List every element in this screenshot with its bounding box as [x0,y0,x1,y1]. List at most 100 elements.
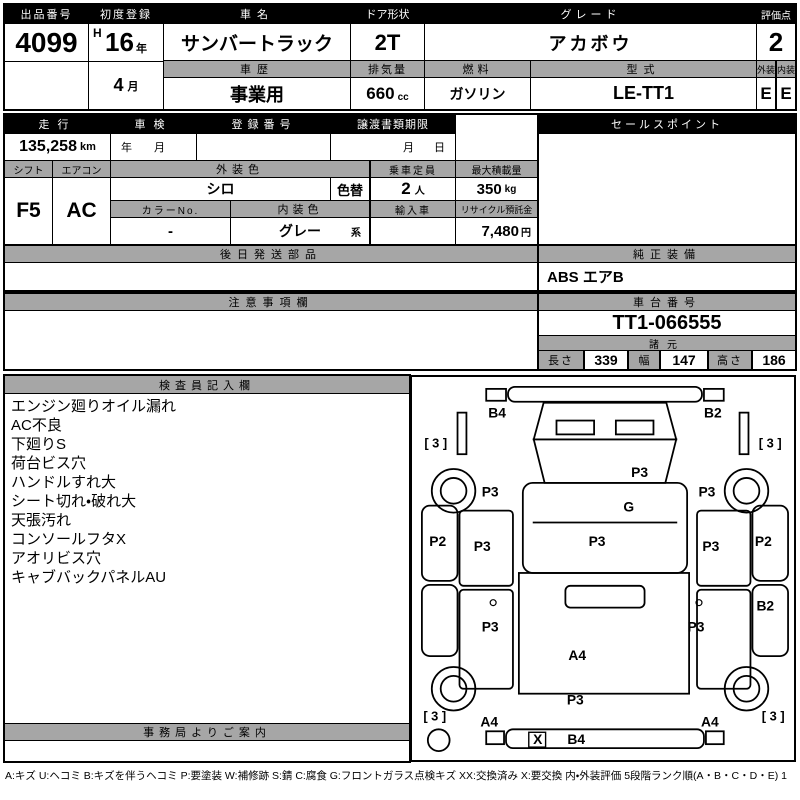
bed [517,572,690,695]
shaken-label: 車検 [110,114,197,134]
later-parts-label: 後日発送部品 [4,245,538,263]
width-label: 幅 [628,350,660,370]
import-cell [370,217,456,245]
int-color-suffix: 系 [351,228,361,239]
hood [532,438,678,484]
capacity-cell: 2 人 [370,177,456,201]
recycle-amount: 7,480 [481,222,519,240]
displacement-cell: 660 cc [350,77,425,110]
left-bed-rail [458,588,514,690]
sales-point-area [538,133,796,245]
int-color-cell: グレー 系 [230,217,370,245]
aircon-value: AC [52,177,111,245]
label-front-left: B4 [488,405,506,421]
first-reg-month-cell: 4 月 [88,61,164,110]
label-rear-right: A4 [701,713,719,729]
color-change-label: 色替 [330,177,370,201]
inspection-note: シート切れ・破れ大 [11,493,137,510]
capacity-unit: 人 [414,185,425,197]
label-glass: G [623,499,634,515]
shaken-month-label: 月 [154,142,165,154]
transfer-cell: 月 日 [330,133,456,161]
transfer-month-label: 月 [403,142,414,154]
inspection-title: 検査員記入欄 [5,376,409,394]
label-bed-floor: A4 [568,647,586,663]
payload-cell: 350 kg [455,177,538,201]
exterior-score: E [756,77,776,110]
wheel-rear-right [723,666,770,712]
chassis-label: 車台番号 [538,293,796,311]
label-right-front-fender: P3 [698,484,715,500]
ext-color-label: 外装色 [110,160,370,178]
front-cowl [532,401,678,441]
capacity-label: 乗車定員 [370,160,456,178]
year-suffix: 年 [135,43,147,55]
inspection-note: ハンドルすれ大 [11,474,117,491]
caution-label: 注意事項欄 [4,293,538,311]
aircon-label: エアコン [52,160,111,178]
first-reg-year: 16 [105,27,134,57]
damage-labels: B4 B2 [ 3 ] [ 3 ] P3 P3 P3 G P2 P3 P3 P3… [423,405,784,748]
sales-point-label: セールスポイント [538,114,796,134]
reg-no-cell [196,133,331,161]
cab-roof [521,482,689,574]
tailgate-x-box [528,731,547,748]
inspection-note: アオリビス穴 [11,550,102,567]
fuel-label: 燃料 [424,60,531,78]
inspection-note: エンジン廻りオイル漏れ [11,398,177,415]
label-front-right: B2 [704,405,722,421]
score-label: 評価点 [756,4,796,24]
label-rear-panel: P3 [567,692,584,708]
shift-value: F5 [4,177,53,245]
wheel-front-left [430,468,477,514]
displacement-label: 排気量 [350,60,425,78]
rear-window [564,584,646,609]
shaken-cell: 年 月 [110,133,197,161]
payload-value: 350 [476,180,502,198]
damage-diagram: B4 B2 [ 3 ] [ 3 ] P3 P3 P3 G P2 P3 P3 P3… [421,386,789,752]
equipment-label: 純正装備 [538,245,796,263]
fuel-value: ガソリン [424,77,531,110]
wheel-rear-left [430,666,477,712]
label-top-left-bracket: [ 3 ] [424,435,447,450]
chassis-value: TT1-066555 [538,310,796,336]
shaken-year-label: 年 [121,142,132,154]
label-top-right-bracket: [ 3 ] [759,435,782,450]
left-door [458,509,514,587]
right-bed-rail [696,588,752,690]
displacement-unit: cc [397,92,409,103]
label-rear-left: A4 [480,713,498,729]
label-right-rear-quarter: B2 [756,598,774,614]
right-rear-panel [751,583,789,657]
color-no-value: - [110,217,231,245]
displacement-value: 660 [366,83,395,103]
width-value: 147 [660,350,708,370]
caution-area [4,310,538,370]
auction-no-label: 出品番号 [4,4,89,24]
inspection-note: 荷台ビス穴 [11,455,87,472]
interior-score: E [776,77,796,110]
inspection-note: コンソールフタX [11,531,127,548]
height-label: 高さ [708,350,752,370]
first-reg-label: 初度登録 [88,4,164,24]
recycle-unit: 円 [521,227,531,239]
auction-no-spacer [4,61,89,110]
right-pillar-strip [738,411,750,456]
ext-color-value: シロ [110,177,331,201]
left-hinge-mark [489,599,497,607]
length-label: 長さ [538,350,584,370]
mileage-value: 135,258 [19,138,77,155]
label-tailgate-x: X [533,731,543,747]
front-left-corner [485,387,507,402]
equipment-value: ABS エアB [538,262,796,291]
import-label: 輸入車 [370,200,456,218]
mileage-cell: 135,258 km [4,133,111,161]
mileage-unit: km [79,141,96,153]
recycle-cell: 7,480 円 [455,217,538,245]
wheel-front-right [723,468,770,514]
int-color-value: グレー [279,223,321,239]
car-name-value: サンバートラック [163,23,351,62]
right-door [696,509,752,587]
